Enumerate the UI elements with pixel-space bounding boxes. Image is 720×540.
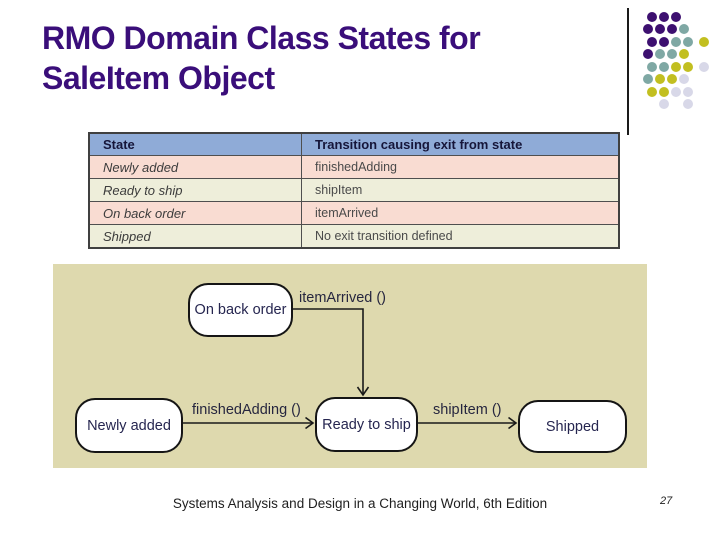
title-line-2: SaleItem Object	[42, 60, 275, 96]
purple-dot	[667, 24, 677, 34]
table-row: Ready to ship shipItem	[90, 178, 618, 201]
cell-state: On back order	[90, 202, 302, 224]
transition-label-finished-adding: finishedAdding ()	[192, 402, 301, 418]
state-label: On back order	[194, 302, 287, 318]
arrowhead-ship-item	[508, 416, 518, 430]
table-row: Shipped No exit transition defined	[90, 224, 618, 247]
header-transition: Transition causing exit from state	[315, 137, 523, 152]
yellow-dot	[671, 62, 681, 72]
teal-dot	[659, 62, 669, 72]
state-node-ready-to-ship: Ready to ship	[315, 397, 418, 452]
table-row: Newly added finishedAdding	[90, 155, 618, 178]
yellow-dot	[647, 87, 657, 97]
lavender-dot	[683, 99, 693, 109]
teal-dot	[643, 74, 653, 84]
lavender-dot	[671, 87, 681, 97]
teal-dot	[679, 24, 689, 34]
cell-state: Ready to ship	[90, 179, 302, 201]
page-number: 27	[660, 495, 673, 507]
cell-state: Shipped	[90, 225, 302, 247]
cell-state: Newly added	[90, 156, 302, 178]
teal-dot	[667, 49, 677, 59]
arrowhead-item-arrived	[356, 386, 370, 397]
purple-dot	[659, 12, 669, 22]
lavender-dot	[683, 87, 693, 97]
lavender-dot	[679, 74, 689, 84]
transition-label-ship-item: shipItem ()	[433, 402, 502, 418]
purple-dot	[655, 24, 665, 34]
teal-dot	[647, 62, 657, 72]
yellow-dot	[667, 74, 677, 84]
arrowhead-finished-adding	[305, 416, 315, 430]
yellow-dot	[699, 37, 709, 47]
yellow-dot	[655, 74, 665, 84]
lavender-dot	[699, 62, 709, 72]
purple-dot	[647, 12, 657, 22]
decoration-vertical-line	[627, 8, 629, 135]
state-label: Ready to ship	[322, 416, 411, 433]
transition-label-item-arrived: itemArrived ()	[299, 290, 387, 306]
state-transition-table: State Transition causing exit from state…	[88, 132, 620, 249]
state-node-on-back-order: On back order	[188, 283, 293, 337]
yellow-dot	[683, 62, 693, 72]
purple-dot	[647, 37, 657, 47]
purple-dot	[671, 12, 681, 22]
arrow-item-arrived	[293, 308, 364, 395]
cell-transition: No exit transition defined	[315, 229, 453, 243]
transition-arrows	[183, 308, 518, 430]
state-node-newly-added: Newly added	[75, 398, 183, 453]
cell-transition: shipItem	[315, 183, 363, 197]
table-header-row: State Transition causing exit from state	[90, 134, 618, 155]
yellow-dot	[679, 49, 689, 59]
slide-title: RMO Domain Class States for SaleItem Obj…	[42, 18, 602, 98]
cell-transition: itemArrived	[315, 206, 379, 220]
purple-dot	[643, 49, 653, 59]
purple-dot	[643, 24, 653, 34]
yellow-dot	[659, 87, 669, 97]
state-label: Shipped	[545, 418, 600, 435]
teal-dot	[655, 49, 665, 59]
footer-text: Systems Analysis and Design in a Changin…	[172, 496, 548, 511]
purple-dot	[659, 37, 669, 47]
state-node-shipped: Shipped	[518, 400, 627, 453]
header-state: State	[90, 134, 302, 155]
teal-dot	[671, 37, 681, 47]
state-label: Newly added	[87, 417, 171, 434]
state-diagram: On back order Newly added Ready to ship …	[53, 264, 647, 468]
lavender-dot	[659, 99, 669, 109]
cell-transition: finishedAdding	[315, 160, 398, 174]
title-line-1: RMO Domain Class States for	[42, 20, 481, 56]
teal-dot	[683, 37, 693, 47]
table-row: On back order itemArrived	[90, 201, 618, 224]
